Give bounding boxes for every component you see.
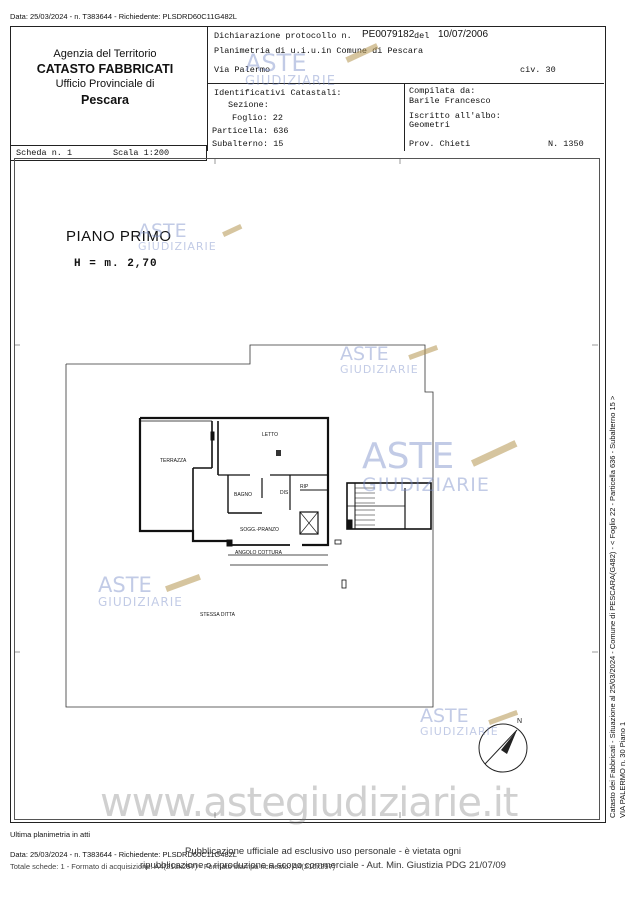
- notice-line-2: ripubblicazione o riproduzione a scopo c…: [140, 860, 506, 871]
- ultima-planimetria: Ultima planimetria in atti: [10, 830, 91, 839]
- giudiziarie-text: GIUDIZIARIE: [245, 74, 336, 89]
- dichiarazione-label: Dichiarazione protocollo n.: [214, 31, 352, 41]
- albo-label: Geometri: [409, 120, 450, 130]
- giudiziarie-text: GIUDIZIARIE: [340, 363, 419, 376]
- footer-stamp-2: Totale schede: 1 - Formato di acquisizio…: [10, 862, 336, 871]
- aste-text: ASTE: [138, 220, 187, 242]
- compilata-name: Barile Francesco: [409, 96, 491, 106]
- iscritto-label: Iscritto all'albo:: [409, 111, 501, 121]
- header-divider: [207, 83, 604, 84]
- aste-text: ASTE: [98, 573, 152, 597]
- giudiziarie-text: GIUDIZIARIE: [420, 725, 499, 738]
- iscrizione-number: N. 1350: [548, 139, 584, 149]
- aste-watermark-4: ASTE GIUDIZIARIE: [362, 436, 490, 497]
- svg-text:N: N: [517, 718, 522, 725]
- room-dis: DIS: [280, 490, 289, 496]
- agency-office: Ufficio Provinciale di: [55, 78, 155, 90]
- side-address-text: VIA PALERMO n. 30 Piano 1: [618, 721, 627, 818]
- plan-perimeter: [65, 344, 434, 708]
- room-letto: LETTO: [262, 432, 279, 438]
- civico-label: civ. 30: [520, 65, 556, 75]
- subalterno-label: Subalterno: 15: [212, 139, 284, 149]
- room-terrazza: TERRAZZA: [160, 458, 187, 464]
- stairwell: [346, 482, 432, 530]
- sezione-label: Sezione:: [228, 100, 269, 110]
- room-stessa-ditta: STESSA DITTA: [200, 612, 235, 618]
- giudiziarie-text: GIUDIZIARIE: [362, 474, 490, 496]
- aste-watermark-5: ASTE GIUDIZIARIE: [98, 573, 183, 610]
- aste-watermark-1: ASTE GIUDIZIARIE: [245, 49, 336, 89]
- piano-title: PIANO PRIMO: [66, 228, 172, 245]
- foglio-label: Foglio: 22: [232, 113, 284, 123]
- aste-text: ASTE: [245, 49, 307, 77]
- header-vertical-divider: [404, 83, 405, 151]
- provincia-label: Prov. Chieti: [409, 139, 471, 149]
- protocollo-date: 10/07/2006: [438, 29, 489, 40]
- agency-name: Agenzia del Territorio: [53, 48, 157, 60]
- aste-text: ASTE: [362, 436, 455, 477]
- north-arrow-icon: N: [478, 718, 528, 773]
- room-bagno: BAGNO: [234, 492, 253, 498]
- aste-text: ASTE: [340, 343, 389, 365]
- aste-watermark-6: ASTE GIUDIZIARIE: [420, 705, 499, 739]
- particella-label: Particella: 636: [212, 126, 289, 136]
- scala-label: Scala 1:200: [113, 148, 170, 158]
- altezza-label: H = m. 2,70: [74, 258, 158, 270]
- footer-stamp-1: Data: 25/03/2024 - n. T383644 - Richiede…: [10, 850, 237, 859]
- aste-watermark-2: ASTE GIUDIZIARIE: [138, 220, 217, 254]
- agency-department: CATASTO FABBRICATI: [36, 62, 174, 76]
- agency-block: Agenzia del Territorio CATASTO FABBRICAT…: [20, 48, 190, 107]
- planimetria-title: Planimetria di u.i.u.in Comune di Pescar…: [214, 46, 424, 56]
- top-stamp: Data: 25/03/2024 - n. T383644 - Richiede…: [10, 12, 237, 21]
- catastali-title: Identificativi Catastali:: [214, 88, 342, 98]
- protocollo-number: PE0079182: [362, 29, 415, 40]
- side-situazione-text: Catasto dei Fabbricati - Situazione al 2…: [608, 395, 617, 818]
- scheda-label: Scheda n. 1: [16, 148, 73, 158]
- header-box: [207, 27, 605, 151]
- room-soggiorno: SOGG.-PRANZO: [240, 527, 279, 533]
- aste-text: ASTE: [420, 705, 469, 727]
- del-label: del: [414, 31, 430, 41]
- url-watermark: www.astegiudiziarie.it: [100, 780, 518, 826]
- notice-line-1: Pubblicazione ufficiale ad esclusivo uso…: [185, 846, 462, 857]
- room-cottura: ANGOLO COTTURA: [235, 550, 282, 556]
- via-label: Via Palermo: [214, 65, 271, 75]
- document-frame: [10, 26, 606, 823]
- agency-city: Pescara: [81, 93, 129, 107]
- compilata-title: Compilata da:: [409, 86, 476, 96]
- scheda-row: [10, 145, 207, 161]
- aste-watermark-3: ASTE GIUDIZIARIE: [340, 343, 419, 377]
- drawing-frame: [14, 158, 600, 820]
- giudiziarie-text: GIUDIZIARIE: [138, 240, 217, 253]
- giudiziarie-text: GIUDIZIARIE: [98, 595, 183, 609]
- apartment-unit: [138, 416, 330, 566]
- room-rip: RIP: [300, 484, 309, 490]
